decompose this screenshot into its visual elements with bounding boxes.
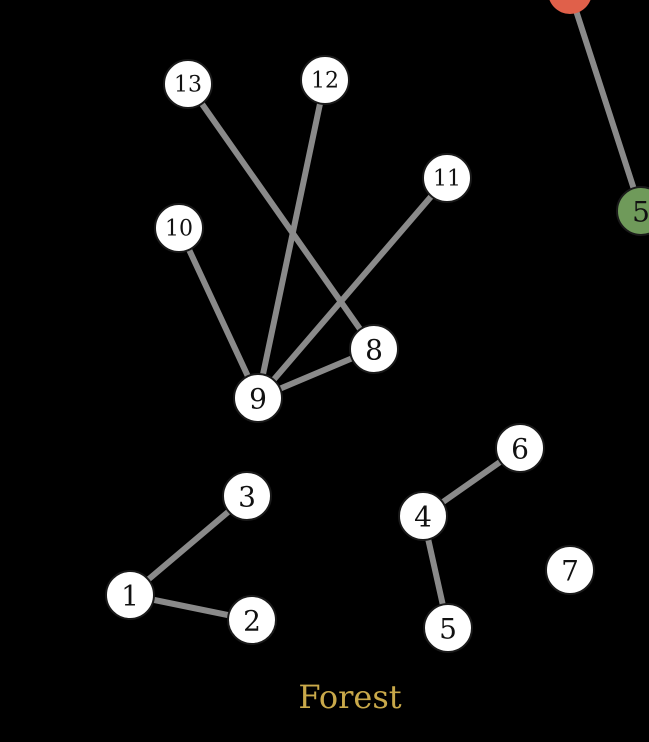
node-circle <box>422 153 472 203</box>
node-circle <box>154 203 204 253</box>
node-12: 12 <box>300 55 350 105</box>
node-label: 9 <box>249 383 267 416</box>
node-circle <box>545 545 595 595</box>
node-label: 2 <box>243 605 261 638</box>
node-9: 9 <box>233 373 283 423</box>
node-partial-green: 5 <box>616 186 649 236</box>
node-label: 10 <box>165 217 193 242</box>
node-label: 8 <box>365 334 383 367</box>
node-label: 1 <box>121 580 139 613</box>
edge-partial-red-partial-green <box>569 0 644 214</box>
edge-9-12 <box>255 77 328 401</box>
node-7: 7 <box>545 545 595 595</box>
node-circle <box>227 595 277 645</box>
node-circle <box>163 59 213 109</box>
node-label: 13 <box>174 73 202 98</box>
edge-1-3 <box>127 493 250 598</box>
node-3: 3 <box>222 471 272 521</box>
node-label: 11 <box>433 167 461 192</box>
node-5: 5 <box>423 603 473 653</box>
node-circle <box>349 324 399 374</box>
node-13: 13 <box>163 59 213 109</box>
node-4: 4 <box>398 491 448 541</box>
node-label: 5 <box>632 196 649 229</box>
node-2: 2 <box>227 595 277 645</box>
node-circle <box>616 186 649 236</box>
node-circle <box>300 55 350 105</box>
edge-9-11 <box>255 175 450 401</box>
node-11: 11 <box>422 153 472 203</box>
node-label: 4 <box>414 501 432 534</box>
node-circle <box>222 471 272 521</box>
node-6: 6 <box>495 423 545 473</box>
node-label: 5 <box>439 613 457 646</box>
node-label: 3 <box>238 481 256 514</box>
node-8: 8 <box>349 324 399 374</box>
node-circle <box>398 491 448 541</box>
node-circle <box>233 373 283 423</box>
node-10: 10 <box>154 203 204 253</box>
node-circle <box>105 570 155 620</box>
node-circle <box>495 423 545 473</box>
node-label: 12 <box>311 69 339 94</box>
node-circle <box>423 603 473 653</box>
node-1: 1 <box>105 570 155 620</box>
edge-9-10 <box>176 225 261 401</box>
edge-13-8 <box>185 81 377 352</box>
diagram-caption: Forest <box>298 678 401 716</box>
node-label: 6 <box>511 433 529 466</box>
node-label: 7 <box>561 555 579 588</box>
node-partial-red <box>549 0 591 14</box>
